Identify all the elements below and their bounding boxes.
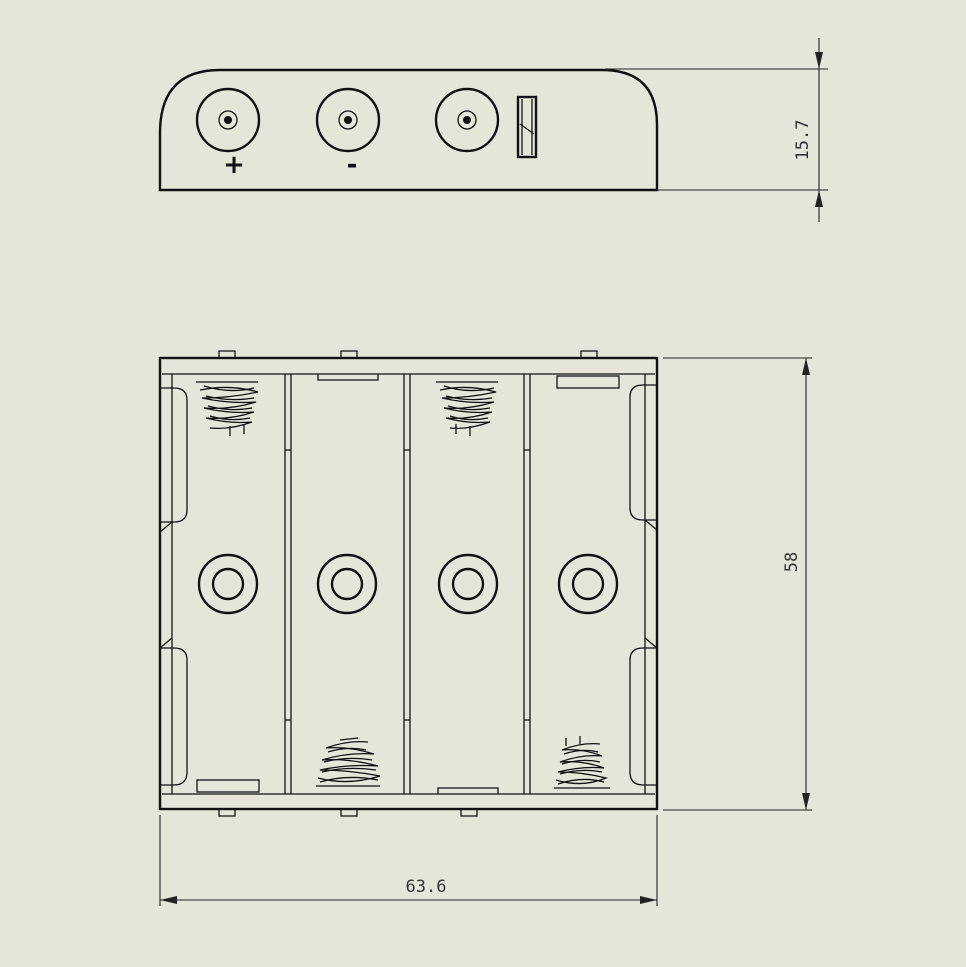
inner-contacts [196,374,620,794]
dimension-width-label: 63.6 [406,877,447,897]
holder-outer-frame [158,356,659,811]
spring-cell-3-top [436,381,498,436]
negative-label: - [347,150,358,180]
terminal-third [434,87,500,153]
dimension-width: 63.6 [159,815,658,906]
spring-cell-2-bottom [316,737,381,787]
terminal-negative [315,87,381,153]
left-side-wall [159,374,188,794]
dimension-height-top: 15.7 [605,38,828,222]
front-view: 58 63.6 [158,350,812,906]
positive-label: + [223,150,245,180]
cell-hole-3 [437,553,499,615]
top-view: + - 15.7 [158,38,828,222]
switch-slot [516,95,538,159]
spring-cell-4-bottom [554,736,610,789]
top-view-outline [158,68,659,192]
dimension-height-front: 58 [663,357,812,811]
cell-hole-2 [316,553,378,615]
dimension-height-front-label: 58 [782,552,802,572]
right-side-wall [629,374,658,794]
cell-hole-4 [557,553,619,615]
frame-tabs [218,350,598,817]
terminal-positive [195,87,261,153]
dimension-height-top-label: 15.7 [793,120,813,161]
cell-dividers [284,374,531,794]
cell-hole-1 [197,553,259,615]
spring-cell-1-top [196,381,259,436]
